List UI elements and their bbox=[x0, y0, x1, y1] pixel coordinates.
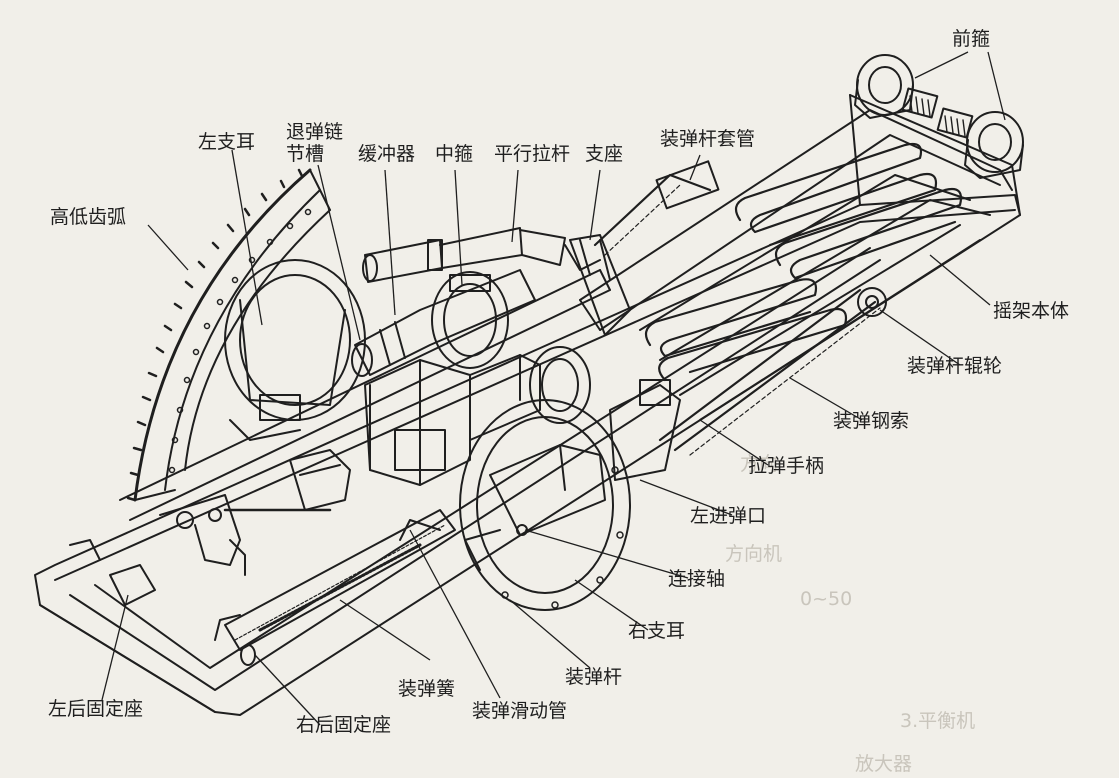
label-left-feed-port: 左进弹口 bbox=[690, 505, 767, 527]
label-rammer-spring: 装弹簧 bbox=[398, 678, 456, 700]
label-rammer-cable: 装弹钢索 bbox=[833, 410, 910, 432]
bleed-text: 方向机 bbox=[725, 543, 783, 565]
center-housing bbox=[364, 346, 591, 486]
label-front-hoop: 前箍 bbox=[952, 28, 991, 50]
bleed-text: 方向 bbox=[740, 453, 779, 475]
serpentine-slots bbox=[644, 142, 963, 382]
front-hoops bbox=[854, 54, 1024, 179]
label-left-trunnion: 左支耳 bbox=[198, 131, 256, 153]
elevating-arc bbox=[126, 168, 331, 502]
label-elevating-arc: 高低齿弧 bbox=[50, 206, 127, 228]
label-left-rear-mount: 左后固定座 bbox=[48, 698, 144, 720]
left-trunnion-ring bbox=[224, 259, 366, 441]
label-rammer-slide-tube: 装弹滑动管 bbox=[472, 700, 568, 722]
label-buffer: 缓冲器 bbox=[358, 143, 416, 165]
label-cocking-handle: 拉弹手柄 bbox=[748, 455, 825, 477]
left-feed-port bbox=[459, 379, 681, 611]
bleed-text: 放大器 bbox=[855, 753, 913, 775]
label-ejection-chain-1: 退弹链 bbox=[286, 121, 344, 143]
label-rammer-rod-sleeve: 装弹杆套管 bbox=[660, 128, 756, 150]
leader-lines bbox=[101, 51, 1006, 726]
label-cradle-body: 摇架本体 bbox=[993, 300, 1070, 322]
label-connecting-shaft: 连接轴 bbox=[668, 568, 726, 590]
label-rammer-rod: 装弹杆 bbox=[565, 666, 623, 688]
label-support: 支座 bbox=[585, 143, 624, 165]
label-rammer-rod-roller: 装弹杆辊轮 bbox=[907, 355, 1003, 377]
label-middle-hoop: 中箍 bbox=[435, 143, 474, 165]
rammer-slide bbox=[214, 509, 456, 666]
label-right-trunnion: 右支耳 bbox=[628, 620, 686, 642]
bleed-text: 0~50 bbox=[800, 588, 853, 610]
cradle-frame bbox=[34, 94, 1021, 716]
bleed-text: 3.平衡机 bbox=[900, 710, 976, 732]
label-ejection-chain-2: 节槽 bbox=[286, 143, 325, 165]
rear-linkage bbox=[69, 449, 351, 606]
label-right-rear-mount: 右后固定座 bbox=[296, 714, 392, 736]
label-parallel-rod: 平行拉杆 bbox=[494, 143, 571, 165]
